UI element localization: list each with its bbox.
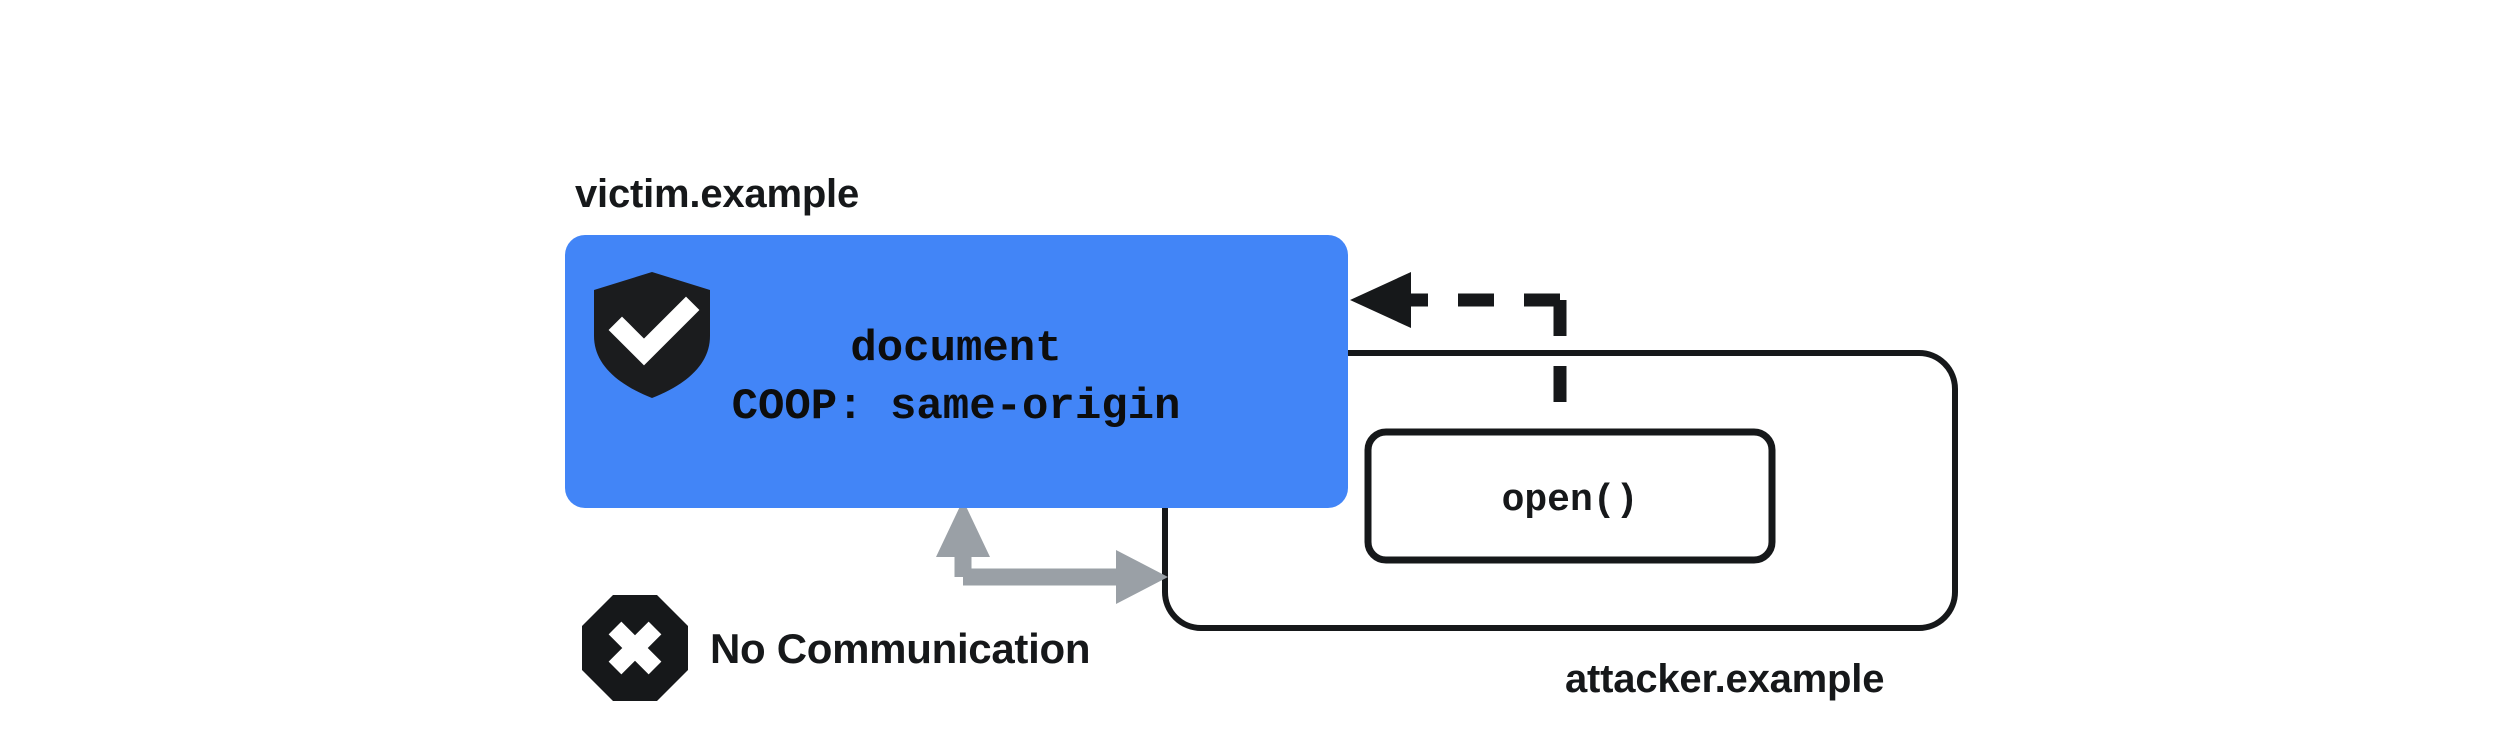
open-call-box-outline <box>1364 428 1776 564</box>
victim-coop-header: COOP: same-origin <box>732 382 1181 432</box>
octagon-x-icon <box>582 595 688 701</box>
victim-document-box-fill <box>565 235 1348 508</box>
open-call-box[interactable]: open() <box>1364 428 1776 564</box>
x-icon-mark <box>608 621 662 675</box>
check-icon-mark <box>608 296 700 366</box>
dashed-arrow-left-icon <box>1350 272 1560 328</box>
open-call-label: open() <box>1502 479 1639 522</box>
victim-document-box[interactable]: document COOP: same-origin <box>565 235 1348 508</box>
no-communication-label: No Communication <box>710 625 1090 672</box>
shield-check-icon <box>594 272 710 398</box>
victim-origin-label: victim.example <box>575 172 859 216</box>
no-communication-group: No Communication <box>582 595 1091 701</box>
attacker-origin-label: attacker.example <box>1565 657 1884 701</box>
gray-elbow-arrow-icon <box>936 500 1168 604</box>
dashed-arrow-head <box>1350 272 1411 328</box>
victim-document-label: document <box>850 324 1061 374</box>
gray-arrow-up-head <box>936 500 990 557</box>
gray-arrow-right-head <box>1116 550 1168 604</box>
